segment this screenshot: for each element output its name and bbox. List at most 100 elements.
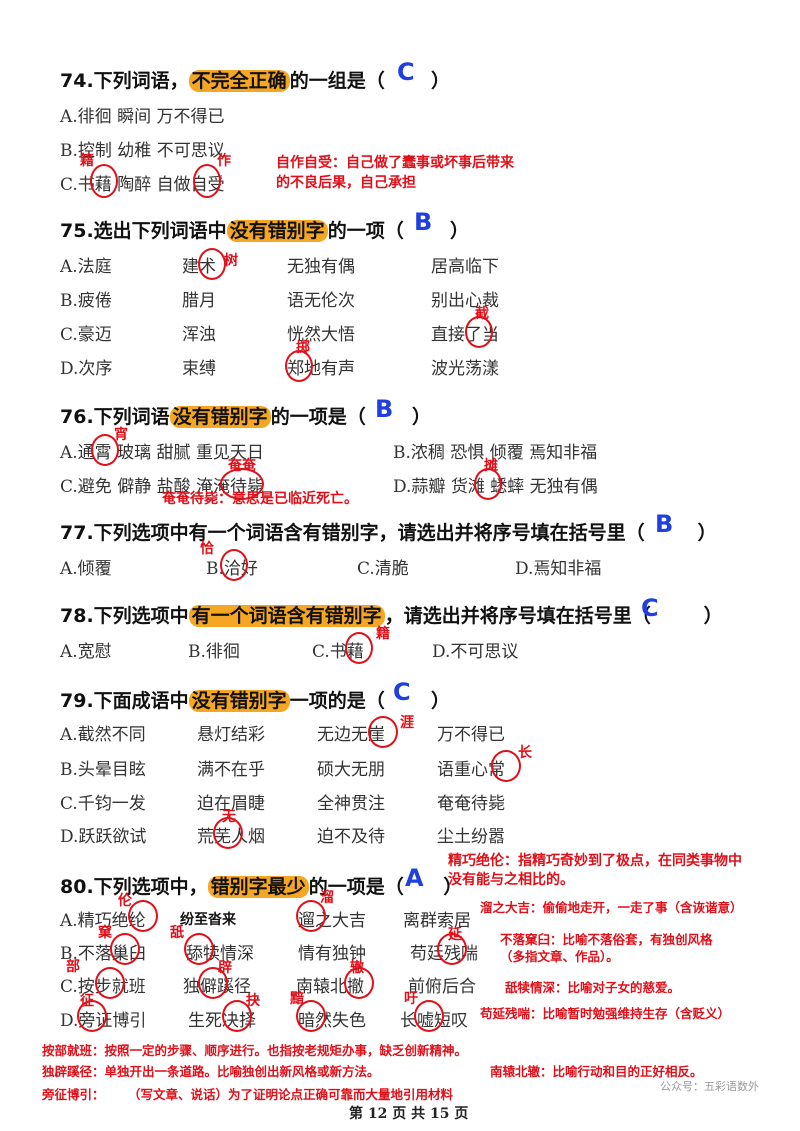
q79-fix-b: 长 — [518, 745, 532, 761]
q76-title: 76.下列词语没有错别字的一项是（ ） — [60, 406, 432, 428]
q75-fix-d: 掷 — [296, 340, 310, 356]
q75-error-circle-d — [285, 350, 313, 382]
q75-b-3: 语无伦次 — [287, 291, 355, 311]
q77-error-circle — [220, 549, 248, 581]
q80-circle-5 — [437, 933, 467, 965]
q74-option-a: A.徘徊 瞬间 万不得已 — [60, 107, 225, 127]
q76-fix-d: 摊 — [484, 458, 498, 474]
q77-option-c: C.清脆 — [357, 559, 409, 579]
q80-fix-4: 舐 — [170, 925, 184, 941]
q80-c-4: 前俯后合 — [408, 977, 476, 997]
q80-fix-10: 抉 — [246, 993, 260, 1009]
q80-fix-12: 吁 — [404, 991, 418, 1007]
q76-fix-a: 宵 — [114, 427, 128, 443]
q74-answer: C — [397, 58, 415, 86]
q80-circle-4 — [184, 933, 214, 965]
q75-c-3: 恍然大悟 — [287, 325, 355, 345]
q80-fix-9: 征 — [80, 993, 94, 1009]
q76-fix-c: 奄奄 — [228, 458, 256, 474]
q75-d-4: 波光荡漾 — [431, 359, 499, 379]
q80-a-2-handwritten: 纷至沓来 — [180, 912, 236, 928]
q77-fix: 恰 — [200, 541, 214, 557]
q76-option-b: B.浓稠 恐惧 倾覆 焉知非福 — [393, 443, 598, 463]
q80-circle-7 — [198, 967, 228, 999]
q79-d-3: 迫不及待 — [317, 827, 385, 847]
q75-c-1: C.豪迈 — [60, 325, 112, 345]
q74-fix-2: 作 — [217, 153, 231, 169]
q75-title: 75.选出下列词语中没有错别字的一项（ ） — [60, 220, 470, 242]
q75-answer: B — [414, 208, 433, 236]
q79-d-1: D.跃跃欲试 — [60, 827, 147, 847]
q80-circle-2 — [296, 900, 326, 932]
q79-c-2: 迫在眉睫 — [197, 794, 265, 814]
q80-note-2: 溜之大吉：偷偷地走开，一走了事（含诙谐意） — [480, 900, 743, 915]
q79-b-2: 满不在乎 — [197, 760, 265, 780]
q74-title: 74.下列词语，不完全正确的一组是（ ） — [60, 70, 451, 92]
q80-circle-1 — [128, 900, 158, 932]
q76-error-circle-c — [220, 468, 264, 500]
q80-note-9b: （写文章、说话）为了证明论点正确可靠而大量地引用材料 — [128, 1087, 454, 1102]
q80-answer: A — [405, 864, 424, 892]
q77-answer: B — [655, 510, 674, 538]
q80-note-3a: 不落窠臼：比喻不落俗套，有独创风格 — [500, 932, 713, 947]
q80-note-3b: （多指文章、作品）。 — [500, 949, 619, 964]
q75-highlight: 没有错别字 — [226, 220, 328, 242]
q75-a-4: 居高临下 — [431, 257, 499, 277]
q80-fix-1: 伦 — [118, 893, 132, 909]
q80-note-6: 按部就班：按照一定的步骤、顺序进行。也指按老规矩办事，缺乏创新精神。 — [42, 1043, 468, 1058]
q76-highlight: 没有错别字 — [169, 406, 271, 428]
q79-d-4: 尘土纷嚣 — [437, 827, 505, 847]
q74-fix-1: 籍 — [80, 153, 94, 169]
q79-fix-d: 无 — [222, 809, 236, 825]
q75-c-2: 浑浊 — [182, 325, 216, 345]
q75-a-3: 无独有偶 — [287, 257, 355, 277]
q78-option-a: A.宽慰 — [60, 642, 112, 662]
q79-answer: C — [393, 678, 411, 706]
q80-note-4: 舐犊情深：比喻对子女的慈爱。 — [505, 980, 681, 995]
q75-fix-c: 截 — [475, 306, 489, 322]
q79-c-4: 奄奄待毙 — [437, 794, 505, 814]
q80-fix-11: 黯 — [290, 991, 304, 1007]
q74-option-b: B.控制 幼稚 不可思议 — [60, 141, 225, 161]
q74-highlight: 不完全正确 — [188, 70, 290, 92]
q80-circle-3 — [110, 933, 140, 965]
q79-b-3: 硕大无朋 — [317, 760, 385, 780]
q75-b-4: 别出心裁 — [431, 291, 499, 311]
q79-error-circle-b — [491, 750, 521, 782]
q75-b-1: B.疲倦 — [60, 291, 112, 311]
q76-option-c: C.避免 僻静 盐酸 淹淹待毙 — [60, 477, 265, 497]
q78-title: 78.下列选项中有一个词语含有错别字，请选出并将序号填在括号里（ ） — [60, 605, 723, 627]
q78-error-circle — [345, 632, 373, 664]
q80-circle-9 — [77, 1000, 107, 1032]
q77-title: 77.下列选项中有一个词语含有错别字，请选出并将序号填在括号里（ ） — [60, 522, 717, 544]
q75-d-2: 束缚 — [182, 359, 216, 379]
q77-option-a: A.倾覆 — [60, 559, 112, 579]
q76-error-circle-a — [91, 434, 119, 466]
q79-a-2: 悬灯结彩 — [197, 725, 265, 745]
q78-option-b: B.徘徊 — [188, 642, 240, 662]
q77-option-d: D.焉知非福 — [515, 559, 602, 579]
q78-fix: 籍 — [376, 626, 390, 642]
q80-note-7: 独辟蹊径：单独开出一条道路。比喻独创出新风格或新方法。 — [42, 1064, 380, 1079]
q75-fix-a: 树 — [224, 253, 238, 269]
q79-error-circle-a — [368, 716, 398, 748]
q80-fix-7: 辟 — [218, 960, 232, 976]
q80-fix-8: 辙 — [350, 960, 364, 976]
q79-c-1: C.千钧一发 — [60, 794, 146, 814]
q80-highlight: 错别字最少 — [207, 876, 309, 898]
q80-fix-6: 部 — [66, 959, 80, 975]
q80-title: 80.下列选项中，错别字最少的一项是（ ） — [60, 876, 463, 898]
q75-error-circle-a — [198, 248, 226, 280]
q78-highlight: 有一个词语含有错别字 — [188, 605, 385, 627]
q78-answer: C — [641, 594, 659, 622]
q80-a-4: 离群索居 — [403, 911, 471, 931]
q75-b-2: 腊月 — [182, 291, 216, 311]
watermark: 公众号：五彩语数外 — [660, 1080, 759, 1093]
q76-error-circle-d — [474, 468, 502, 500]
q79-error-circle-d — [213, 817, 243, 849]
q80-note-5: 苟延残喘：比喻暂时勉强维持生存（含贬义） — [480, 1006, 731, 1021]
q75-d-1: D.次序 — [60, 359, 113, 379]
q74-error-circle-1 — [90, 164, 118, 198]
page-number: 第 12 页 共 15 页 — [349, 1106, 469, 1122]
q78-option-d: D.不可思议 — [432, 642, 519, 662]
